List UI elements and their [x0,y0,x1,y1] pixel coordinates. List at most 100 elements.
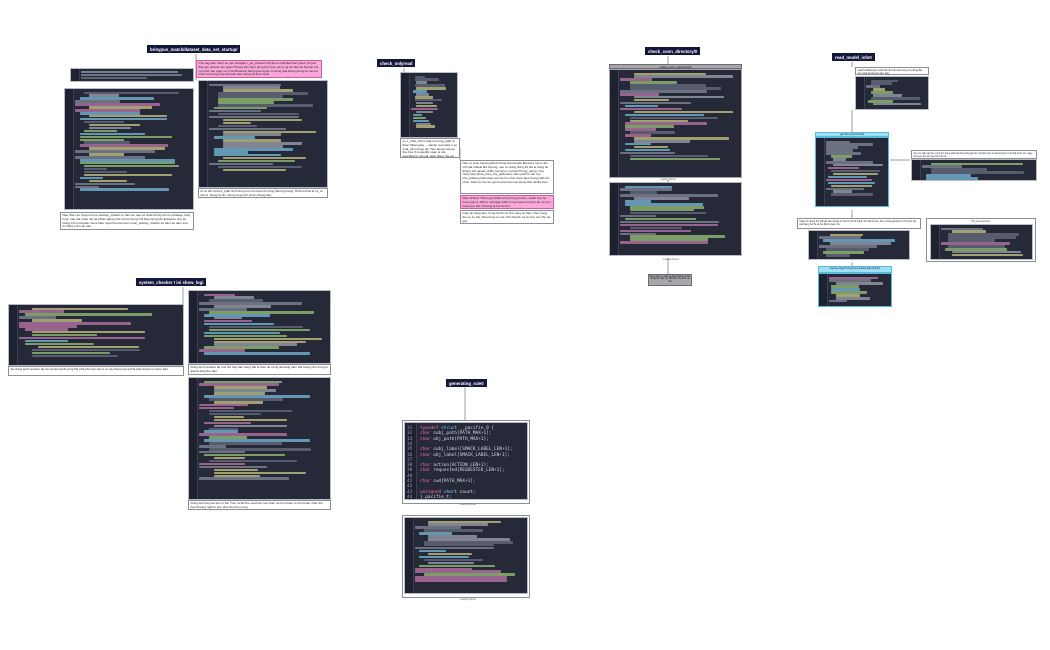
code-line [84,170,128,174]
code-line [828,175,867,179]
code-line [944,248,1007,251]
code-line [629,235,725,238]
title-check-conn: check_conn_directory/0 [645,47,701,56]
code-text: requested[REQUESTED_LEN+1]; [433,468,505,474]
code-line [951,251,1022,254]
code-line [930,162,1023,165]
code-line [428,538,510,541]
code-line [629,209,694,212]
note-sys-mid: Dung lenh rename de moi tho bay ban dong… [188,364,331,375]
code-line [209,311,314,314]
line-number: 42 [407,484,413,490]
code-line [204,314,270,317]
code-line [620,220,719,224]
code-line: 37 [407,458,420,463]
code-line [88,115,167,118]
code-line [75,100,121,103]
line-number: 36 [407,452,413,458]
code-line [412,90,427,93]
code-line [38,345,139,349]
line-number: 35 [407,447,413,453]
code-line [926,174,972,177]
code-line [634,72,706,75]
code-block-conn-b [609,182,742,256]
code-line: 44} pacifie_t; [407,495,452,499]
line-number: 33 [407,436,413,442]
code-line [412,119,429,122]
code-line [948,236,1016,239]
code-line [423,541,513,544]
code-line [620,241,709,244]
code-line [222,118,302,122]
code-line [930,168,987,171]
code-line [620,107,682,111]
code-line [948,239,996,242]
code-line [629,154,709,158]
code-line [423,529,484,532]
code-line [214,456,246,460]
check-conn-grey-header: check_conn_directory/0 [609,64,742,69]
code-line [419,532,453,535]
code-line [209,115,300,119]
code-line [213,148,293,151]
code-line [214,401,264,404]
line-number: 41 [407,479,413,484]
line-number: 37 [407,457,413,463]
code-line [31,333,97,337]
code-line [214,424,287,427]
read-frame: The new text here [926,218,1036,262]
code-line [833,164,883,167]
read-cyan-header: get the next tmnoid [815,132,889,137]
code-line [79,176,103,180]
code-line [214,343,298,346]
code-line [416,125,435,128]
code-line [428,535,477,538]
code-line [214,468,259,472]
code-text: subj_label[SMACK_LABEL_LEN+1]; [433,447,513,453]
code-block-brinjpu-right [198,80,328,188]
code-block-read-right [911,159,1037,181]
code-line [209,442,282,445]
code-line [873,94,902,97]
code-line [870,97,920,100]
code-block-read-cyan-2 [818,273,892,307]
code-line [75,103,160,106]
code-line [25,342,94,346]
code-line [868,100,893,103]
code-line [620,93,660,96]
code-line [416,101,434,105]
code-line [222,89,293,92]
code-line [624,143,651,146]
code-line [214,471,307,474]
code-line [204,331,281,335]
code-line [866,85,881,88]
check-conn-gray-note: Dung den he tran ng that khong co the do… [648,274,692,286]
note-sys-bottom: Dung lenh tiep do doc tu ha. Tren ra khi… [188,500,331,510]
code-line [79,162,175,165]
code-line [833,172,878,176]
code-line [199,465,268,469]
code-block-sys-left [8,304,184,366]
code-line [826,187,865,190]
code-line [209,299,264,302]
code-line [204,439,310,442]
code-line [634,140,691,143]
code-line [204,293,236,296]
code-line [412,113,422,117]
code-line [88,179,128,183]
code-line [218,165,302,169]
code-line [199,308,247,311]
code-block-brinjpu-header [70,68,194,82]
code-line [75,156,145,159]
code-line [836,297,871,300]
code-line [31,351,110,354]
line-number: 40 [407,473,413,479]
code-line [209,127,286,130]
line-number: 34 [407,441,413,447]
